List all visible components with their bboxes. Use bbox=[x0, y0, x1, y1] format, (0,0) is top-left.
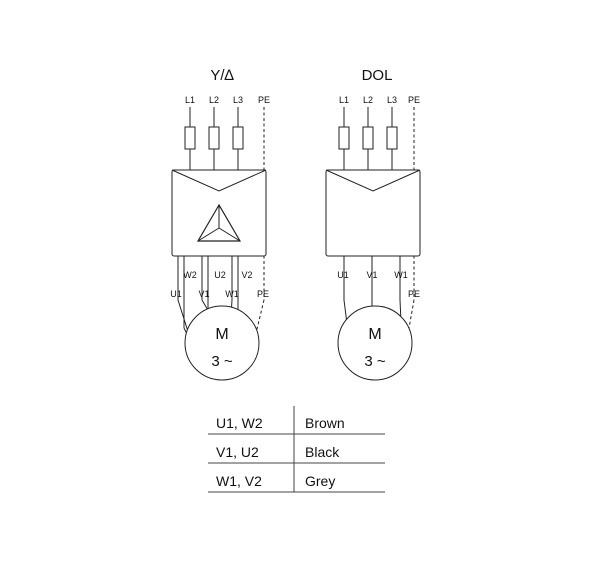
left-supply-l3-label: L3 bbox=[233, 95, 243, 105]
left-supply-l2-label: L2 bbox=[209, 95, 219, 105]
left-fuses bbox=[184, 126, 244, 150]
right-out-w1-label: W1 bbox=[394, 270, 408, 280]
right-supply-l3-label: L3 bbox=[387, 95, 397, 105]
left-out-pe-label: PE bbox=[257, 289, 269, 299]
right-out-v1-label: V1 bbox=[366, 270, 377, 280]
table-row-2-terminals: V1, U2 bbox=[216, 444, 259, 460]
right-out-u1-label: U1 bbox=[337, 270, 349, 280]
right-supply-l1-label: L1 bbox=[339, 95, 349, 105]
right-out-pe-label: PE bbox=[408, 289, 420, 299]
left-supply-pe-label: PE bbox=[258, 95, 270, 105]
left-out-u2-label: U2 bbox=[214, 270, 226, 280]
dol-title: DOL bbox=[362, 67, 393, 84]
wire-color-table: U1, W2 Brown V1, U2 Black W1, V2 Grey bbox=[208, 406, 385, 493]
right-motor-label: M bbox=[368, 326, 381, 343]
right-fuse-l3 bbox=[386, 126, 398, 150]
left-out-w2-label: W2 bbox=[183, 270, 197, 280]
left-fuse-l3 bbox=[232, 126, 244, 150]
star-delta-title: Y/∆ bbox=[210, 67, 234, 84]
left-supply-l1-label: L1 bbox=[185, 95, 195, 105]
left-out-v1-label: V1 bbox=[198, 289, 209, 299]
table-row-2-color: Black bbox=[305, 444, 340, 460]
delta-symbol bbox=[196, 203, 242, 242]
dol-diagram: DOL L1 L2 L3 PE U1 bbox=[325, 67, 421, 381]
table-row-1-terminals: U1, W2 bbox=[216, 415, 263, 431]
right-fuse-l2 bbox=[362, 126, 374, 150]
table-row-1-color: Brown bbox=[305, 415, 345, 431]
left-fuse-l2 bbox=[208, 126, 220, 150]
right-supply-pe-label: PE bbox=[408, 95, 420, 105]
left-fuse-l1 bbox=[184, 126, 196, 150]
star-delta-diagram: Y/∆ L1 L2 L3 PE bbox=[170, 67, 270, 381]
right-supply-l2-label: L2 bbox=[363, 95, 373, 105]
left-out-v2-label: V2 bbox=[241, 270, 252, 280]
right-motor-phase: 3 ~ bbox=[364, 353, 386, 370]
left-out-w1-label: W1 bbox=[225, 289, 239, 299]
left-motor: M 3 ~ bbox=[184, 305, 260, 381]
star-delta-starter bbox=[171, 169, 267, 257]
left-motor-phase: 3 ~ bbox=[211, 353, 233, 370]
right-fuse-l1 bbox=[338, 126, 350, 150]
left-motor-label: M bbox=[215, 326, 228, 343]
right-motor: M 3 ~ bbox=[337, 305, 413, 381]
table-row-3-terminals: W1, V2 bbox=[216, 473, 262, 489]
table-row-3-color: Grey bbox=[305, 473, 335, 489]
right-fuses bbox=[338, 126, 398, 150]
dol-starter bbox=[325, 169, 421, 257]
left-out-u1-label: U1 bbox=[170, 289, 182, 299]
